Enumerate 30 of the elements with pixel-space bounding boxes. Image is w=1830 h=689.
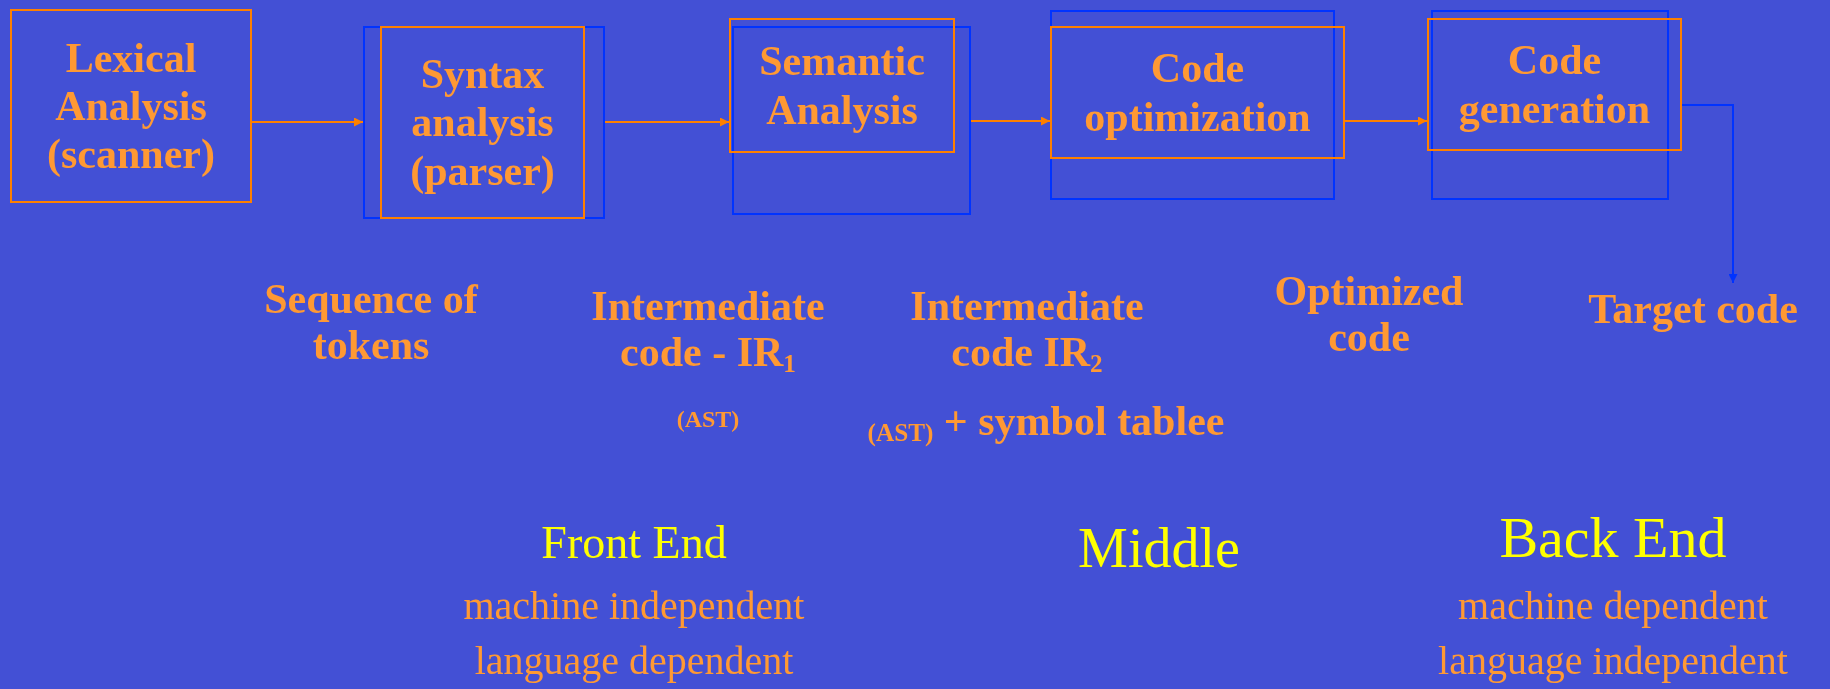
- process-box: [10, 9, 252, 203]
- output-label: $_{(AST)}$ + symbol tablee: [866, 398, 1226, 445]
- process-box: [1427, 18, 1682, 151]
- stage-label: Semantic Analysis: [758, 37, 926, 134]
- frame-box: [363, 26, 605, 219]
- section-heading: Back End: [1498, 506, 1728, 570]
- frame-box: [732, 26, 971, 215]
- stage-label: Code generation: [1457, 36, 1652, 133]
- arrow: [1344, 116, 1428, 126]
- arrow: [1681, 104, 1738, 284]
- frame-box: [1050, 10, 1335, 200]
- stage-label: Lexical Analysis (scanner): [46, 33, 216, 179]
- arrow: [251, 117, 364, 127]
- frame-box: [1431, 10, 1669, 200]
- arrow: [604, 117, 730, 127]
- stage-label: Syntax analysis (parser): [409, 50, 556, 195]
- output-label: Sequence of tokens: [263, 276, 479, 369]
- output-label: Target code: [1588, 284, 1798, 334]
- section-note: machine independent: [462, 584, 806, 628]
- section-heading: Middle: [1077, 518, 1241, 580]
- output-label: Optimized code: [1273, 268, 1465, 361]
- arrow: [970, 116, 1051, 126]
- note-label: (AST): [675, 406, 741, 433]
- output-label: Intermediate code - IR$_{1}$: [590, 283, 826, 376]
- section-note: language dependent: [473, 639, 795, 683]
- stage-label: Code optimization: [1083, 44, 1312, 141]
- output-label: Intermediate code IR$_{2}$: [909, 283, 1145, 376]
- section-heading: Front End: [540, 518, 728, 569]
- section-note: machine dependent: [1457, 584, 1769, 628]
- section-note: language independent: [1437, 639, 1789, 683]
